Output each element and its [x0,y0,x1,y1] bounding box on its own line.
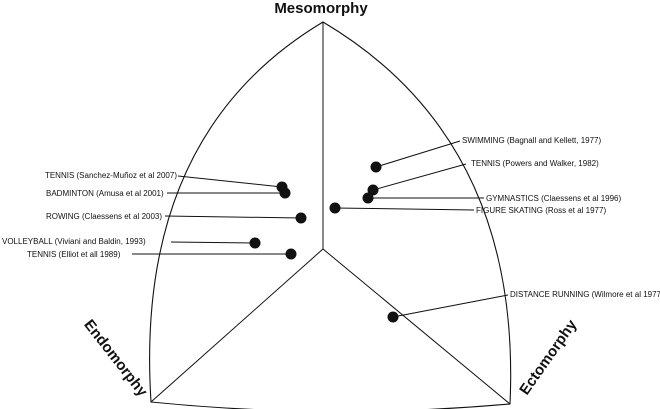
data-marker [285,248,297,260]
point-label: GYMNASTICS (Claessens et al 1996) [486,194,621,203]
point-tennis-powers: TENNIS (Powers and Walker, 1982) [367,159,599,196]
axis-title-mesomorphy: Mesomorphy [274,0,368,17]
leader-line [164,215,302,219]
data-marker [249,237,261,249]
chart-outline [149,21,512,409]
point-badminton-amusa: BADMINTON (Amusa et al 2001) [46,187,291,199]
point-label: BADMINTON (Amusa et al 2001) [46,189,164,198]
axis-title-endomorphy: Endomorphy [80,317,151,401]
data-marker [295,212,307,224]
point-volleyball-viviani: VOLLEYBALL (Viviani and Baldin, 1993) [2,237,261,249]
point-swimming-bagnall: SWIMMING (Bagnall and Kellett, 1977) [370,136,602,173]
leader-line [334,207,475,211]
data-marker [329,202,341,214]
data-marker [279,187,291,199]
point-label: FIGURE SKATING (Ross et al 1977) [476,206,606,215]
divider-left [150,248,324,403]
point-distance-running-wilmore: DISTANCE RUNNING (Wilmore et al 1977) [387,290,660,323]
divider-right [322,248,511,405]
point-tennis-elliot: TENNIS (Elliot et all 1989) [27,248,297,260]
point-label: TENNIS (Powers and Walker, 1982) [471,159,599,168]
data-marker [370,161,382,173]
data-marker [367,184,379,196]
leader-line [177,175,283,188]
point-label: ROWING (Claessens et al 2003) [46,212,162,221]
leader-line [372,163,467,191]
data-marker [387,311,399,323]
data-marker [362,192,374,204]
leader-line [375,140,461,168]
point-label: DISTANCE RUNNING (Wilmore et al 1977) [510,290,660,299]
point-label: TENNIS (Elliot et all 1989) [27,250,121,259]
point-label: TENNIS (Sanchez-Muñoz et al 2007) [45,171,177,180]
leader-line [170,241,256,244]
leader-line [392,294,509,318]
point-label: SWIMMING (Bagnall and Kellett, 1977) [462,136,602,145]
point-gymnastics-claessens: GYMNASTICS (Claessens et al 1996) [362,192,621,204]
axis-title-ectomorphy: Ectomorphy [516,316,580,398]
point-figure-skating-ross: FIGURE SKATING (Ross et al 1977) [329,202,606,215]
point-rowing-claessens: ROWING (Claessens et al 2003) [46,212,307,224]
point-label: VOLLEYBALL (Viviani and Baldin, 1993) [2,237,146,246]
